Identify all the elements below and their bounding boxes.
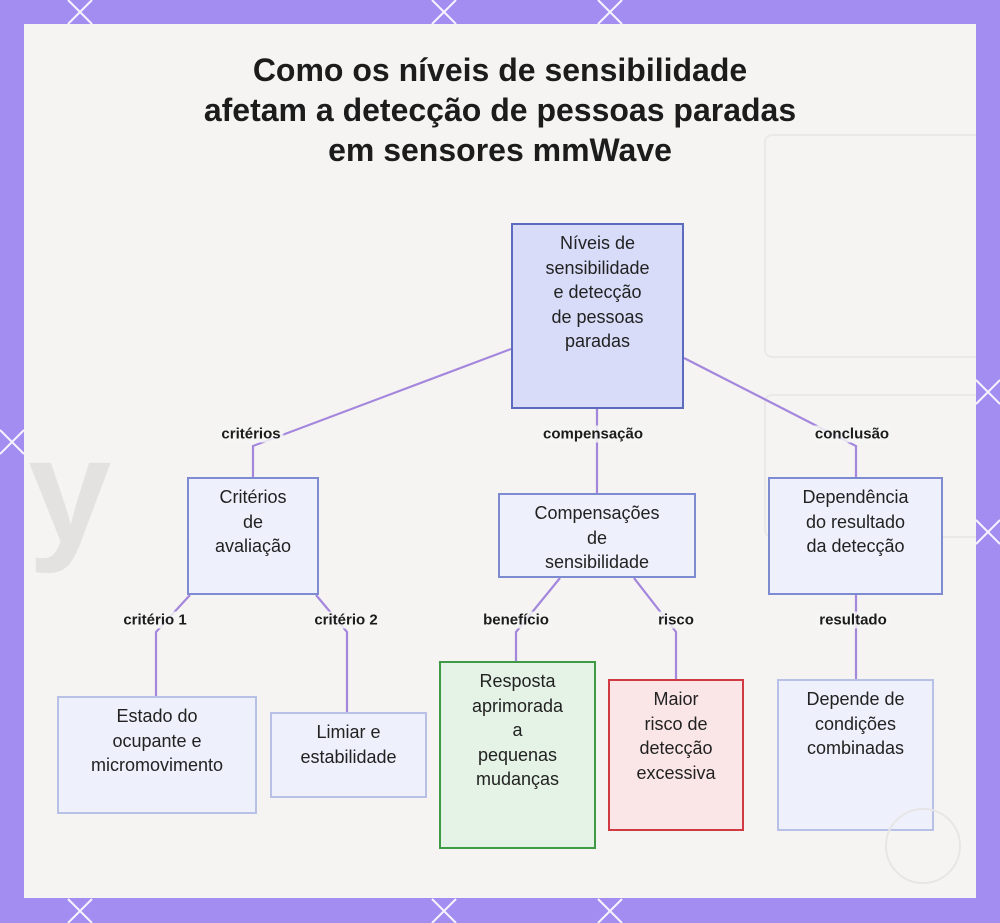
link-root-criteria [251,347,512,478]
link-root-dependence [683,357,858,478]
criteria-node: Critérios de avaliação [187,477,319,595]
node-text: sensibilidade [544,552,650,572]
node-text: detecção [639,738,713,758]
root-node: Níveis de sensibilidade e detecção de pe… [511,223,684,409]
title-line: em sensores mmWave [328,132,672,168]
node-text: a [512,720,523,740]
background-letter: y [28,406,112,574]
node-text: Compensações [534,503,660,523]
node-text: paradas [564,331,631,351]
node-text: de [586,527,607,548]
risk-node: Maior risco de detecção excessiva [608,679,744,831]
node-text: mudanças [475,769,560,789]
title-line: afetam a detecção de pessoas paradas [203,92,797,128]
link-tradeoffs-response [514,577,561,662]
node-text: Limiar e [316,722,381,742]
conditions-node: Depende de condições combinadas [777,679,934,831]
node-text: estabilidade [300,746,397,767]
node-text: pequenas [477,744,558,765]
link-criteria-threshold [315,594,349,712]
node-text: ocupante e [112,730,202,751]
title-line: Como os níveis de sensibilidade [252,52,748,88]
node-text: micromovimento [90,755,224,775]
edge-label-result: resultado [816,611,890,629]
node-text: do resultado [805,511,906,532]
node-text: Resposta [479,671,556,691]
node-text: de [242,511,264,532]
node-text: combinadas [806,738,905,758]
node-text: risco de [644,713,708,734]
edge-label-criteria: critérios [218,425,284,443]
edge-label-risk: risco [655,611,697,629]
node-text: Maior [653,689,699,709]
node-text: sensibilidade [545,257,650,278]
dependence-node: Dependência do resultado da detecção [768,477,943,595]
threshold-node: Limiar e estabilidade [270,712,427,798]
edge-label-conclusion: conclusão [811,425,893,443]
node-text: aprimorada [471,695,564,716]
link-tradeoffs-risk [633,577,678,680]
edge-label-tradeoff: compensação [539,425,647,443]
edge-label-criterion1: critério 1 [120,611,190,629]
node-text: condições [814,713,897,734]
node-text: Critérios [219,487,287,507]
node-text: Níveis de [559,233,636,253]
edge-label-criterion2: critério 2 [311,611,381,629]
link-criteria-occupant [154,594,191,697]
node-text: Estado do [116,706,198,726]
node-text: e detecção [553,282,642,302]
node-text: excessiva [636,762,716,783]
background-card [764,134,976,358]
node-text: Dependência [802,487,909,507]
edge-label-benefit: benefício [480,611,552,629]
node-text: de pessoas [551,306,644,327]
node-text: avaliação [214,536,292,556]
response-node: Resposta aprimorada a pequenas mudanças [439,661,596,849]
node-text: da detecção [806,536,905,556]
watermark-icon [885,808,961,884]
tradeoffs-node: Compensações de sensibilidade [498,493,696,578]
node-text: Depende de [806,689,905,709]
diagram-title: Como os níveis de sensibilidade afetam a… [0,50,1000,170]
occupant-node: Estado do ocupante e micromovimento [57,696,257,814]
